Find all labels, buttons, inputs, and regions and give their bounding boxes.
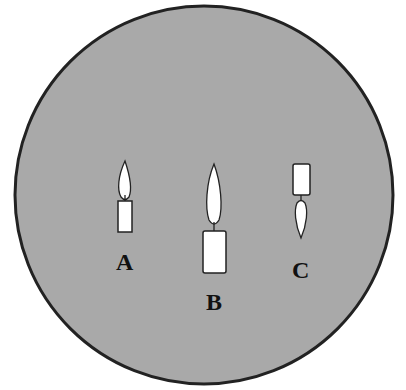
candle-b — [203, 164, 226, 273]
candle-a — [118, 161, 132, 232]
candle-label: C — [292, 258, 309, 282]
candle-label: A — [116, 250, 133, 274]
dish — [15, 6, 393, 384]
wick — [213, 222, 214, 231]
candle-c — [293, 164, 310, 238]
wick — [300, 195, 301, 201]
flame — [295, 201, 306, 239]
candle-body — [203, 231, 226, 273]
candle-body — [118, 201, 132, 232]
flame — [119, 161, 131, 200]
wick — [124, 195, 125, 201]
candle-body — [293, 164, 310, 195]
candle-label: B — [206, 290, 222, 314]
flame — [207, 164, 221, 224]
